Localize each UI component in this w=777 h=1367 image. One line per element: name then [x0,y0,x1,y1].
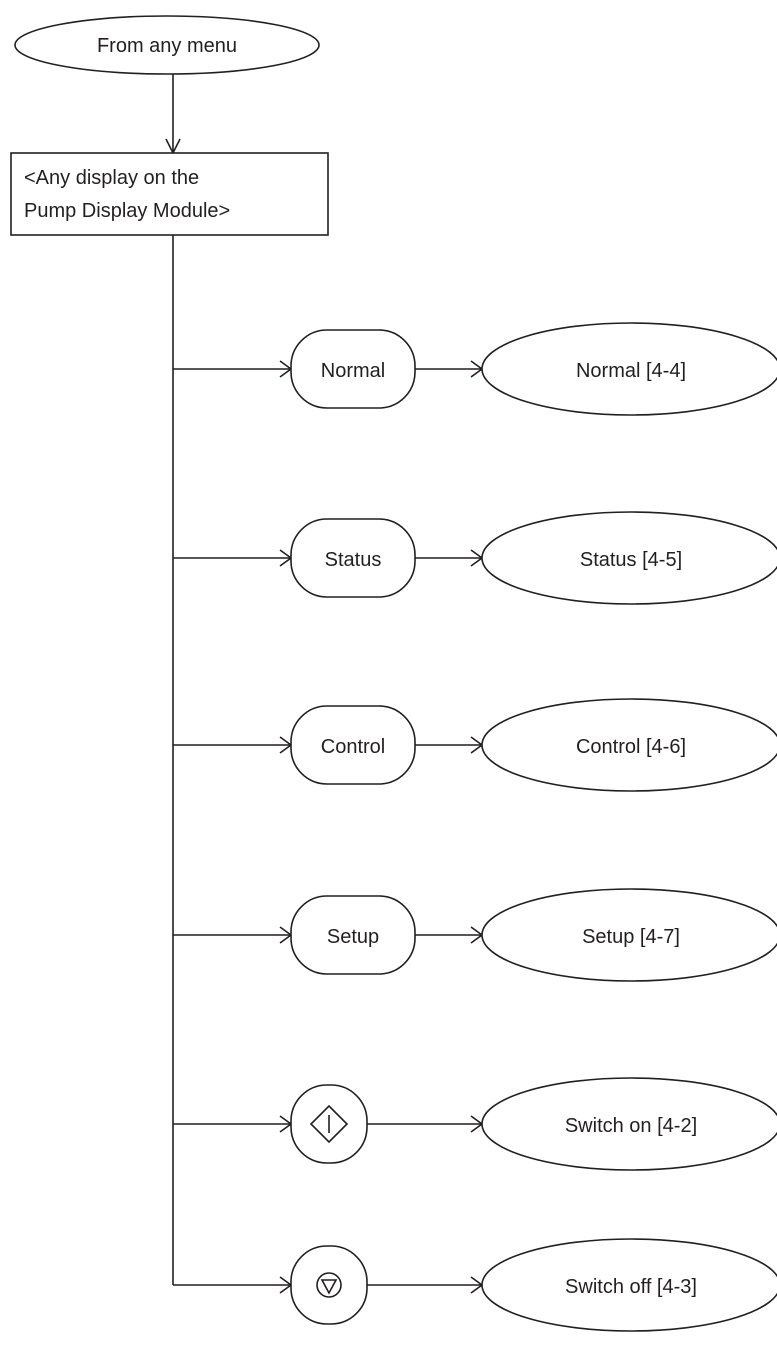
branch-control: Control Control [4-6] [173,698,777,792]
display-box-line2: Pump Display Module> [24,200,230,222]
setup-key-label: Setup [327,926,379,948]
switch-off-icon [316,1272,342,1298]
branch-status: Status Status [4-5] [173,511,777,605]
branch-switch-on: Switch on [4-2] [173,1077,777,1171]
switch-off-key-button[interactable] [290,1245,368,1325]
display-box: <Any display on the Pump Display Module> [10,152,329,236]
switch-on-target-node [481,1077,777,1171]
switch-off-target-label: Switch off [4-3] [565,1276,697,1298]
normal-target-node [481,322,777,416]
start-to-display-connector [165,74,181,155]
switch-on-icon [309,1104,349,1144]
start-label: From any menu [97,35,237,57]
control-target-node [481,698,777,792]
control-key-label: Control [321,736,385,758]
status-key-label: Status [325,549,382,571]
setup-target-label: Setup [4-7] [582,926,680,948]
branch-setup: Setup Setup [4-7] [173,888,777,982]
switch-on-target-label: Switch on [4-2] [565,1115,697,1137]
switch-off-target-node [481,1238,777,1332]
display-box-line1: <Any display on the [24,167,199,189]
start-node: From any menu [14,15,320,75]
status-target-label: Status [4-5] [580,549,682,571]
status-target-node [481,511,777,605]
normal-target-label: Normal [4-4] [576,360,686,382]
branch-normal: Normal Normal [4-4] [173,322,777,416]
setup-target-node [481,888,777,982]
branch-switch-off: Switch off [4-3] [173,1238,777,1332]
control-target-label: Control [4-6] [576,736,686,758]
normal-key-label: Normal [321,360,385,382]
